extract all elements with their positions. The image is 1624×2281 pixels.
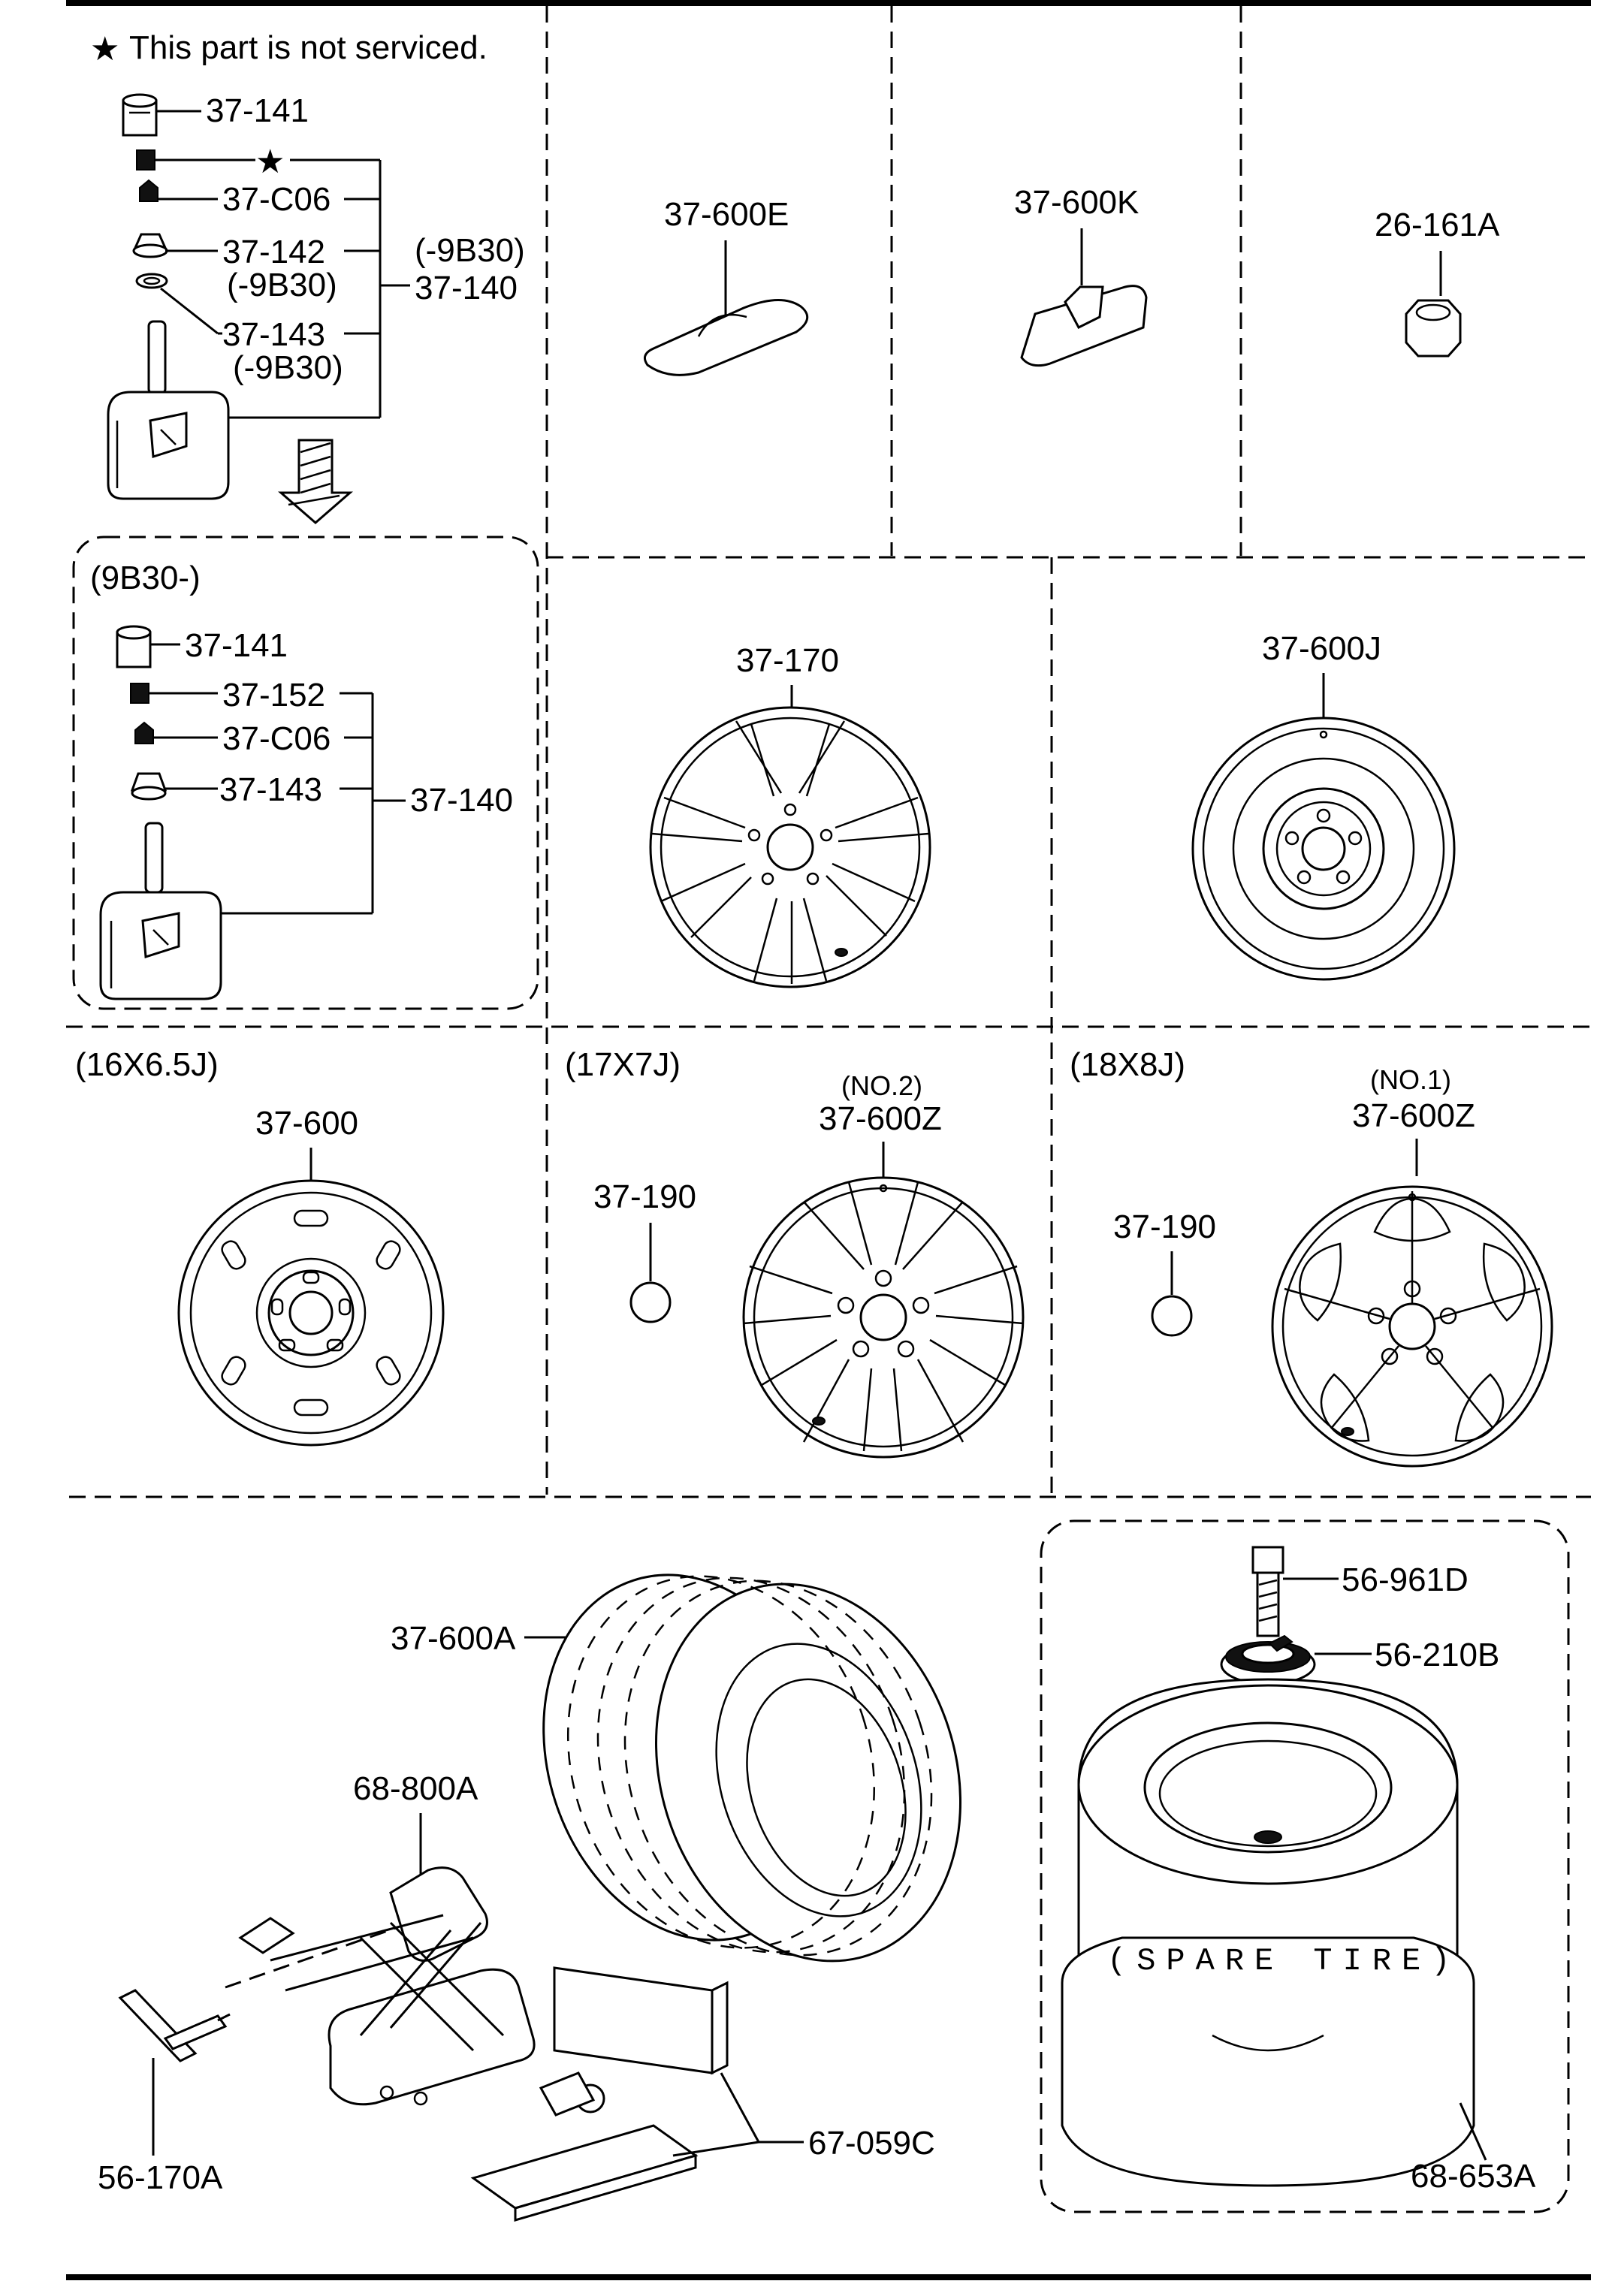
- label-56-210b: 56-210B: [1375, 1637, 1499, 1673]
- label-no2: (NO.2): [841, 1070, 922, 1101]
- label-spare-tire: (SPARE TIRE): [1107, 1943, 1460, 1979]
- bolt-icon: [1251, 1546, 1284, 1637]
- balance-weight-k: 37-600K: [1014, 184, 1148, 367]
- steel-wheel-37-600: (16X6.5J) 37-600: [75, 1046, 445, 1447]
- label-37-600k: 37-600K: [1014, 184, 1139, 221]
- tire-37-600a: 37-600A: [391, 1573, 961, 1963]
- label-37-143-b: 37-143: [219, 771, 322, 808]
- label-67-059c: 67-059C: [808, 2125, 935, 2162]
- label-37-c06-a: 37-C06: [222, 181, 331, 218]
- tpms-group-late: (9B30-) 37-141 37-152 37-C06 37-143 37-1…: [90, 560, 513, 1000]
- label-18x8j: (18X8J): [1070, 1046, 1185, 1083]
- label-37-140-b: 37-140: [410, 782, 513, 819]
- alloy-wheel-37-170: 37-170: [649, 642, 931, 988]
- label-37-141-a: 37-141: [206, 92, 309, 129]
- jack-handle-56-170a: 56-170A: [98, 1989, 231, 2196]
- washer-plate-icon: [1220, 1634, 1316, 1685]
- tool-bag-67-059c: 67-059C: [470, 1966, 935, 2222]
- down-arrow-icon: [277, 439, 354, 524]
- label-37-142-range: (-9B30): [227, 267, 337, 303]
- label-37-600: 37-600: [255, 1105, 358, 1142]
- label-37-143-a: 37-143: [222, 316, 325, 353]
- tpms-sensor-icon: [99, 822, 222, 1000]
- label-37-140-a: 37-140: [415, 270, 518, 306]
- center-cap-icon: [629, 1281, 672, 1323]
- label-37-140-range: (-9B30): [415, 232, 525, 269]
- label-37-600e: 37-600E: [664, 196, 789, 233]
- spare-wheel-37-600j: 37-600J: [1191, 630, 1456, 981]
- label-9b30-group: (9B30-): [90, 560, 201, 596]
- label-37-c06-b: 37-C06: [222, 720, 331, 757]
- label-56-961d: 56-961D: [1342, 1561, 1469, 1598]
- balance-weight-e: 37-600E: [643, 196, 809, 376]
- label-37-190-a: 37-190: [593, 1178, 696, 1215]
- label-37-600a: 37-600A: [391, 1620, 516, 1657]
- label-37-141-b: 37-141: [185, 627, 288, 664]
- valve-cap-icon: [122, 93, 158, 137]
- label-37-143-range: (-9B30): [233, 349, 343, 386]
- label-37-152: 37-152: [222, 677, 325, 714]
- label-68-653a: 68-653A: [1411, 2158, 1536, 2195]
- frame: [66, 0, 1591, 2280]
- star-icon: ★: [90, 31, 119, 68]
- alloy-wheel-17: (17X7J) (NO.2) 37-600Z 37-190: [565, 1046, 1025, 1459]
- label-56-170a: 56-170A: [98, 2159, 223, 2196]
- label-37-170: 37-170: [736, 642, 839, 679]
- spare-tire-icon: [1061, 1678, 1475, 2187]
- label-no1: (NO.1): [1370, 1064, 1451, 1095]
- star-part-icon: ★: [255, 143, 285, 180]
- jack-68-800a: 68-800A: [225, 1770, 605, 2117]
- spare-tire-kit: 56-961D 56-210B (SPARE TIRE) 68-653A: [1061, 1546, 1536, 2195]
- center-cap-icon: [1151, 1295, 1193, 1337]
- label-37-600z-b: 37-600Z: [1352, 1097, 1475, 1134]
- label-37-600z-a: 37-600Z: [819, 1100, 942, 1137]
- label-37-600j: 37-600J: [1262, 630, 1381, 667]
- label-37-190-b: 37-190: [1113, 1208, 1216, 1245]
- alloy-wheel-18: (18X8J) (NO.1) 37-600Z 37-190: [1070, 1046, 1553, 1468]
- lug-nut: 26-161A: [1375, 207, 1500, 358]
- label-16x65j: (16X6.5J): [75, 1046, 219, 1083]
- tpms-group-early: ★ This part is not serviced. 37-141 ★ 37…: [90, 29, 525, 524]
- label-68-800a: 68-800A: [353, 1770, 478, 1807]
- label-17x7j: (17X7J): [565, 1046, 681, 1083]
- tpms-sensor-icon: [107, 320, 230, 500]
- label-37-142: 37-142: [222, 234, 325, 270]
- note-text: This part is not serviced.: [129, 29, 488, 66]
- label-26-161a: 26-161A: [1375, 207, 1500, 243]
